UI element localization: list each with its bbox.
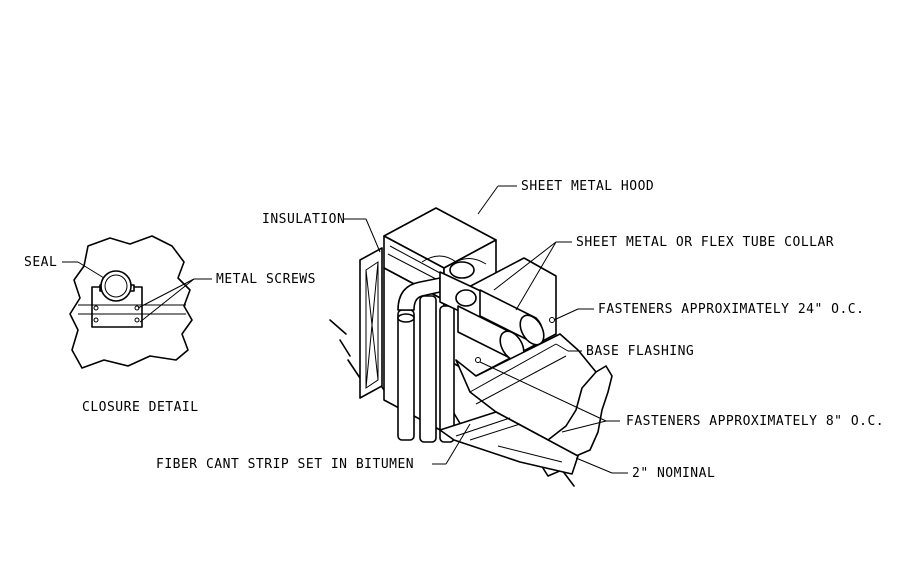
label-cant-strip: FIBER CANT STRIP SET IN BITUMEN <box>156 457 414 472</box>
flex-tube-collars <box>439 261 545 362</box>
insulation-board <box>439 411 579 475</box>
label-base-flashing: BASE FLASHING <box>586 344 694 359</box>
vertical-pipes <box>397 277 455 443</box>
label-collar: SHEET METAL OR FLEX TUBE COLLAR <box>576 235 834 250</box>
label-metal-screws: METAL SCREWS <box>216 272 316 287</box>
main-assembly <box>329 207 613 487</box>
label-insulation: INSULATION <box>262 212 345 227</box>
fastener-8-icon <box>475 357 481 363</box>
closure-detail-torn-outline <box>69 235 193 369</box>
closure-detail-figure <box>69 235 193 369</box>
insulation-panel <box>359 247 383 399</box>
base-flashing <box>455 333 597 441</box>
screw-icon <box>134 317 140 323</box>
label-seal: SEAL <box>24 255 57 270</box>
main-leaders <box>344 185 628 474</box>
label-sheet-metal-hood: SHEET METAL HOOD <box>521 179 654 194</box>
label-closure-detail: CLOSURE DETAIL <box>82 400 199 415</box>
label-fasteners-8: FASTENERS APPROXIMATELY 8" O.C. <box>626 414 884 429</box>
closure-detail-leaders <box>62 261 212 323</box>
screw-icon <box>93 305 99 311</box>
label-fasteners-24: FASTENERS APPROXIMATELY 24" O.C. <box>598 302 864 317</box>
label-nominal: 2" NOMINAL <box>632 466 715 481</box>
screw-icon <box>93 317 99 323</box>
